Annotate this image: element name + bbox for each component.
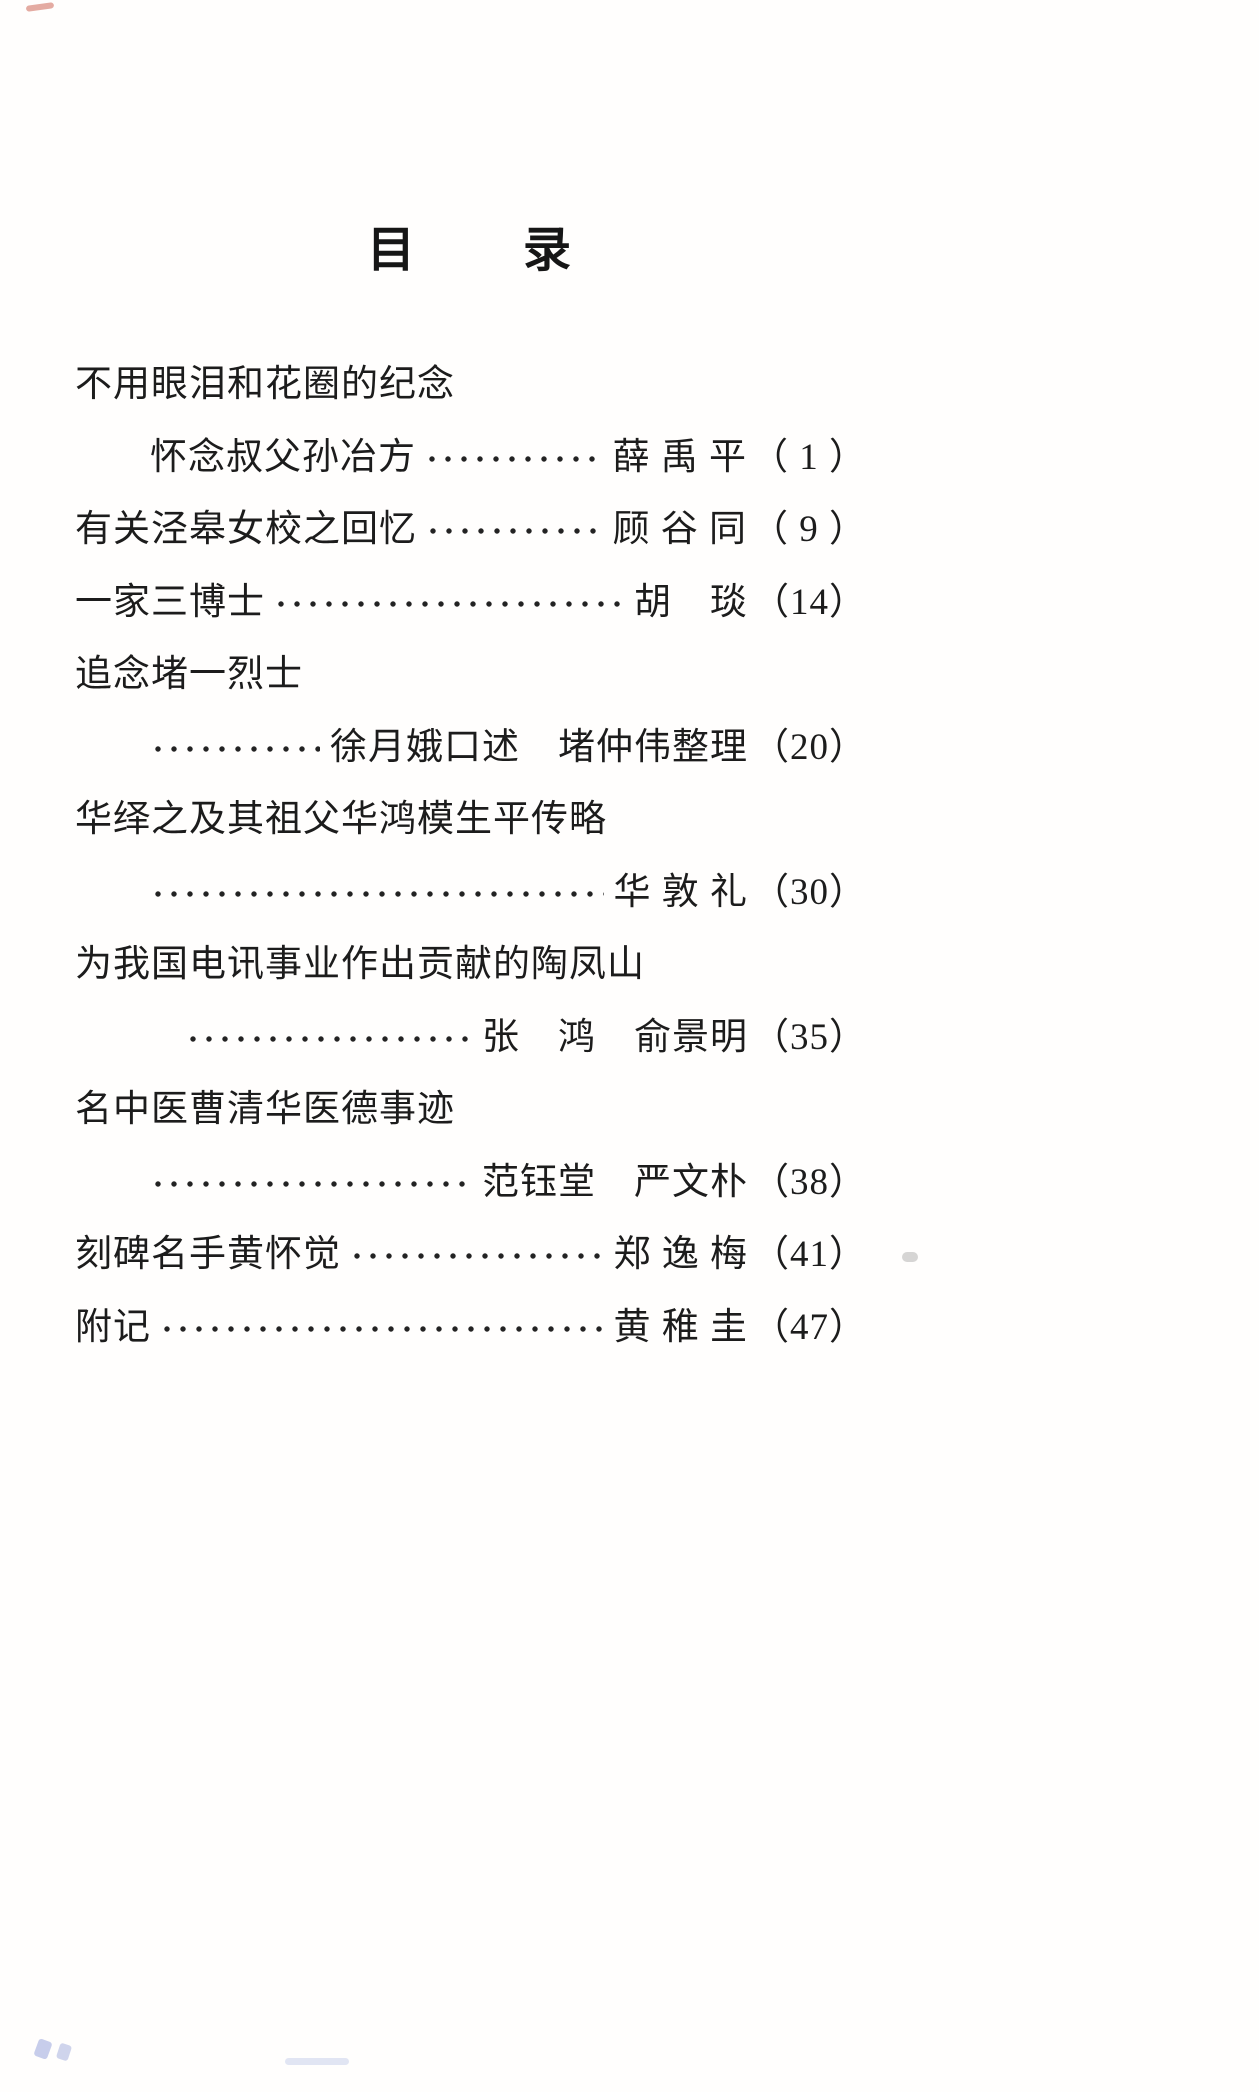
entry-title: 名中医曹清华医德事迹 bbox=[75, 1089, 455, 1131]
entry-page: （35） bbox=[752, 1016, 867, 1058]
toc-list: 不用眼泪和花圈的纪念怀念叔父孙冶方 薛 禹 平（ 1 ） 有关泾皋女校之回忆 顾 谷 … bbox=[75, 344, 867, 1359]
scan-artifact bbox=[55, 2042, 73, 2062]
entry-author: 华 敦 礼 bbox=[613, 871, 748, 913]
dot-leader bbox=[349, 1252, 604, 1261]
entry-page: （41） bbox=[752, 1234, 867, 1276]
entry-title: 一家三博士 bbox=[75, 581, 265, 623]
entry-author: 徐月娥口述 堵仲伟整理 bbox=[330, 726, 748, 768]
dot-leader bbox=[425, 527, 603, 536]
toc-entry-line: 华 敦 礼（30） bbox=[75, 852, 867, 925]
toc-entry-line: 范钰堂 严文朴（38） bbox=[75, 1142, 867, 1215]
toc-heading-line: 追念堵一烈士 bbox=[75, 634, 867, 707]
scan-artifact bbox=[902, 1252, 918, 1262]
entry-page: （14） bbox=[752, 581, 867, 623]
entry-author: 顾 谷 同 bbox=[612, 509, 747, 551]
toc-entry-line: 怀念叔父孙冶方 薛 禹 平（ 1 ） bbox=[75, 417, 867, 490]
entry-title: 附记 bbox=[75, 1306, 151, 1348]
scan-artifact bbox=[285, 2058, 349, 2065]
toc-entry-line: 张 鸿 俞景明（35） bbox=[75, 997, 867, 1070]
scan-artifact bbox=[25, 2, 55, 12]
entry-author: 薛 禹 平 bbox=[612, 436, 747, 478]
entry-title: 怀念叔父孙冶方 bbox=[150, 436, 416, 478]
toc-entry-line: 附记 黄 稚 圭（47） bbox=[75, 1287, 867, 1360]
entry-title: 华绎之及其祖父华鸿模生平传略 bbox=[75, 799, 607, 841]
entry-page: （38） bbox=[752, 1161, 867, 1203]
entry-title: 为我国电讯事业作出贡献的陶凤山 bbox=[75, 944, 645, 986]
entry-page: （20） bbox=[752, 726, 867, 768]
entry-author: 胡 琰 bbox=[634, 581, 748, 623]
scan-artifact bbox=[33, 2038, 53, 2060]
entry-page: （47） bbox=[752, 1306, 867, 1348]
entry-author: 范钰堂 严文朴 bbox=[482, 1161, 748, 1203]
dot-leader bbox=[185, 1034, 472, 1043]
toc-heading-line: 不用眼泪和花圈的纪念 bbox=[75, 344, 867, 417]
entry-author: 郑 逸 梅 bbox=[613, 1234, 748, 1276]
entry-title: 刻碑名手黄怀觉 bbox=[75, 1234, 341, 1276]
dot-leader bbox=[150, 889, 604, 898]
toc-entry-line: 徐月娥口述 堵仲伟整理（20） bbox=[75, 707, 867, 780]
entry-page: （ 1 ） bbox=[751, 436, 867, 478]
entry-title: 有关泾皋女校之回忆 bbox=[75, 509, 417, 551]
entry-author: 黄 稚 圭 bbox=[613, 1306, 748, 1348]
entry-page: （ 9 ） bbox=[751, 509, 867, 551]
toc-entry-line: 一家三博士 胡 琰（14） bbox=[75, 562, 867, 635]
entry-title: 追念堵一烈士 bbox=[75, 654, 303, 696]
dot-leader bbox=[424, 454, 603, 463]
toc-entry-line: 有关泾皋女校之回忆 顾 谷 同（ 9 ） bbox=[75, 489, 867, 562]
toc-heading-line: 名中医曹清华医德事迹 bbox=[75, 1069, 867, 1142]
dot-leader bbox=[159, 1324, 604, 1333]
dot-leader bbox=[150, 1179, 472, 1188]
toc-heading-line: 华绎之及其祖父华鸿模生平传略 bbox=[75, 779, 867, 852]
toc-entry-line: 刻碑名手黄怀觉 郑 逸 梅（41） bbox=[75, 1214, 867, 1287]
document-title: 目 录 bbox=[366, 224, 575, 277]
entry-author: 张 鸿 俞景明 bbox=[482, 1016, 748, 1058]
entry-title: 不用眼泪和花圈的纪念 bbox=[75, 364, 455, 406]
entry-page: （30） bbox=[752, 871, 867, 913]
dot-leader bbox=[150, 744, 320, 753]
dot-leader bbox=[273, 599, 624, 608]
toc-heading-line: 为我国电讯事业作出贡献的陶凤山 bbox=[75, 924, 867, 997]
